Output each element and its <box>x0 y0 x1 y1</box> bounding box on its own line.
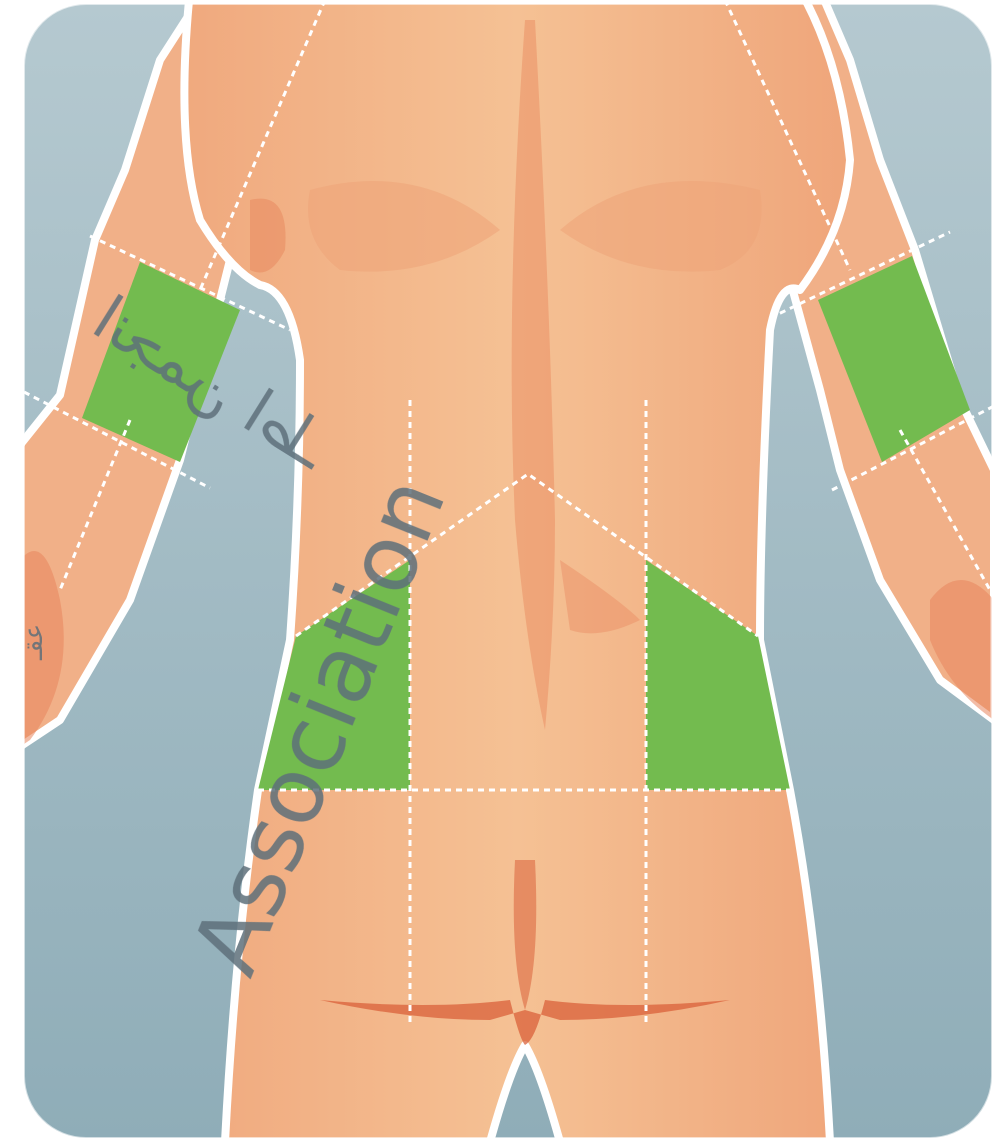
injection-site-diagram: Association انجمن اطـ عقـ <box>0 0 994 1142</box>
diagram-canvas: Association انجمن اطـ عقـ <box>0 0 994 1142</box>
